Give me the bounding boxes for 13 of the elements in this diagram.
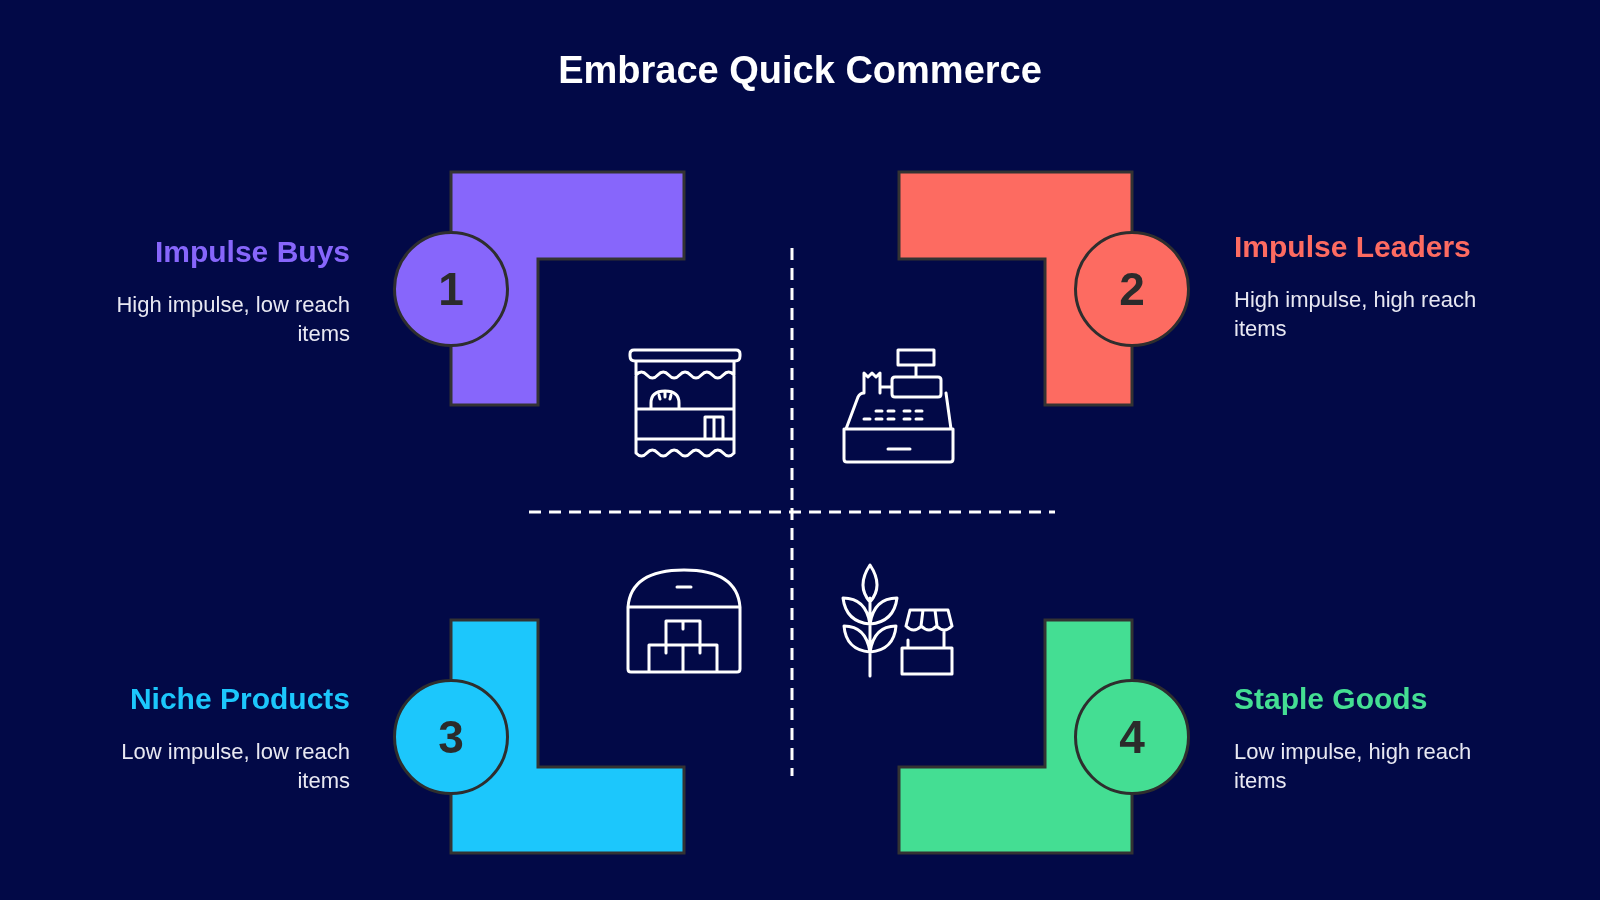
title: Embrace Quick Commerce [558, 48, 1042, 93]
quadrant-heading: Niche Products [129, 681, 350, 717]
quadrant-heading: Staple Goods [1234, 681, 1428, 717]
step-number-circle: 3 [393, 679, 509, 795]
quadrant-description: Low impulse, low reach items [120, 738, 350, 795]
quadrant-description: High impulse, high reach items [1234, 286, 1478, 343]
quadrant-heading: Impulse Leaders [1234, 229, 1471, 265]
quadrant-description: Low impulse, high reach items [1234, 738, 1473, 795]
step-number-circle: 4 [1074, 679, 1190, 795]
step-number-circle: 2 [1074, 231, 1190, 347]
quadrant-heading: Impulse Buys [154, 234, 350, 270]
step-number-circle: 1 [393, 231, 509, 347]
quadrant-description: High impulse, low reach items [115, 291, 350, 348]
